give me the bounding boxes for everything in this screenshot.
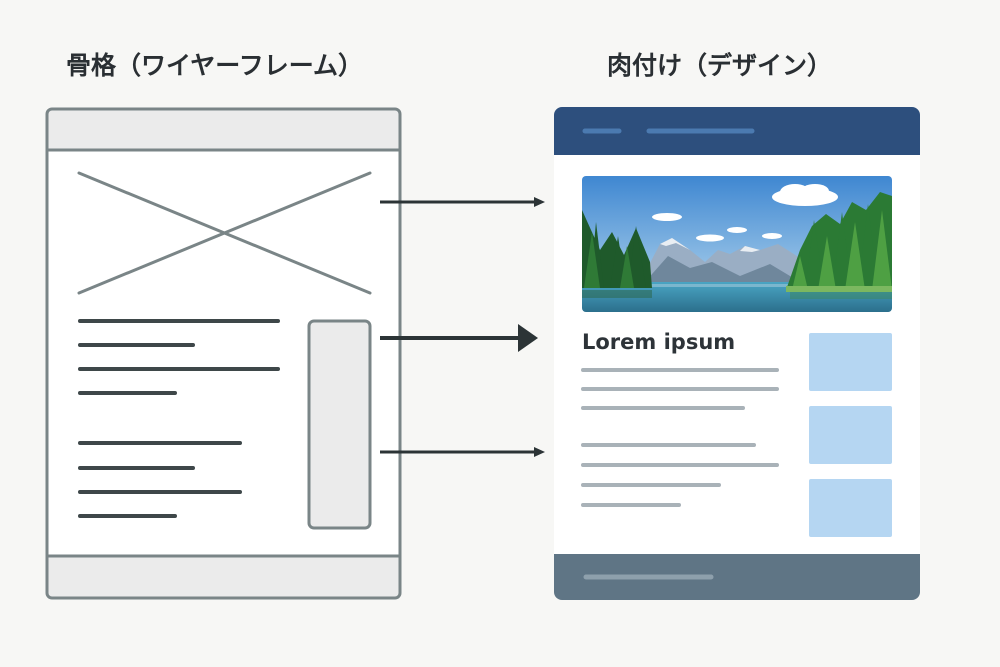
design-mockup: Lorem ipsum — [554, 107, 920, 600]
mountain-lake-icon — [582, 176, 892, 312]
design-text-block-1 — [581, 368, 779, 410]
arrow-right-icon — [380, 324, 538, 352]
design-title: 肉付け（デザイン） — [607, 51, 833, 80]
wireframe-header — [47, 109, 400, 150]
wireframe-text-block-2 — [78, 441, 242, 518]
crossed-box-icon — [77, 171, 372, 295]
arrow-right-icon — [380, 447, 545, 457]
arrow-right-icon — [380, 197, 545, 207]
design-sidebar-card — [809, 333, 892, 391]
design-sidebar-card — [809, 406, 892, 464]
wireframe-sidebar — [307, 319, 372, 530]
wireframe-title: 骨格（ワイヤーフレーム） — [66, 51, 364, 80]
design-text-block-2 — [581, 443, 779, 507]
design-heading: Lorem ipsum — [582, 330, 735, 354]
wireframe-frame — [45, 107, 402, 600]
wireframe-mockup — [45, 107, 402, 600]
wireframe-text-block-1 — [78, 319, 280, 395]
design-sidebar-card — [809, 479, 892, 537]
wireframe-footer — [47, 556, 400, 598]
